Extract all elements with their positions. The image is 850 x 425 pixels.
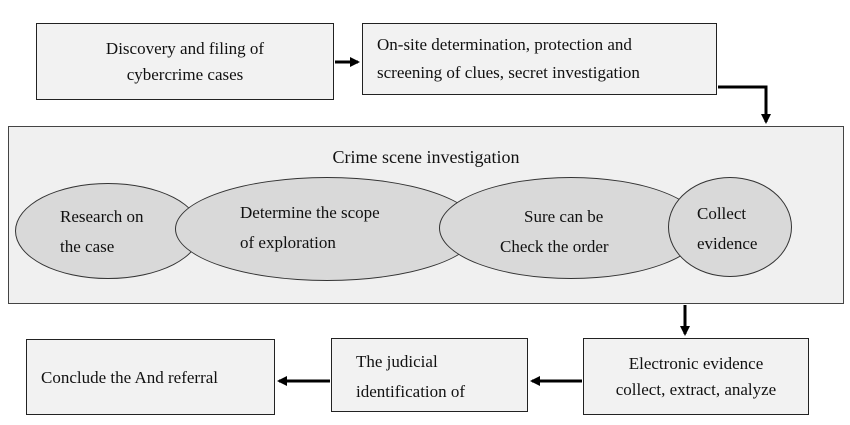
onsite-text-line-1: On-site determination, protection and — [377, 35, 632, 54]
discovery-box: Discovery and filing of cybercrime cases — [36, 23, 334, 100]
panel-title: Crime scene investigation — [332, 147, 520, 167]
electronic-text-line-1: Electronic evidence — [628, 353, 764, 373]
ellipse-order-line-1: Sure can be — [524, 207, 604, 226]
judicial-box: The judicial identification of — [331, 338, 528, 412]
conclude-box: Conclude the And referral — [26, 339, 275, 415]
ellipse-research-line-2: the case — [60, 237, 115, 256]
onsite-text-line-2: screening of clues, secret investigation — [377, 63, 640, 82]
ellipse-order-line-2: Check the order — [500, 237, 609, 256]
judicial-text-line-1: The judicial — [356, 352, 438, 371]
onsite-box: On-site determination, protection and sc… — [362, 23, 717, 95]
arrow-onsite-to-panel — [718, 85, 771, 124]
discovery-text-line-1: Discovery and filing of — [105, 38, 265, 58]
electronic-text-line-2: collect, extract, analyze — [615, 379, 777, 399]
ellipse-collect-line-2: evidence — [697, 234, 758, 253]
ellipse-research: Research on the case — [15, 183, 201, 279]
discovery-text-line-2: cybercrime cases — [126, 64, 244, 84]
electronic-evidence-box: Electronic evidence collect, extract, an… — [583, 338, 809, 415]
ellipse-research-line-1: Research on — [60, 207, 144, 226]
ellipse-scope-line-1: Determine the scope — [240, 203, 380, 222]
conclude-text: Conclude the And referral — [41, 368, 219, 387]
judicial-text-line-2: identification of — [356, 382, 466, 401]
ellipse-collect-evidence: Collect evidence — [668, 177, 792, 277]
ellipse-check-order: Sure can be Check the order — [439, 177, 703, 279]
crime-scene-panel: Crime scene investigation Research on th… — [8, 126, 844, 304]
ellipse-determine-scope: Determine the scope of exploration — [175, 177, 479, 281]
ellipse-collect-line-1: Collect — [697, 204, 747, 223]
ellipse-scope-line-2: of exploration — [240, 233, 336, 252]
